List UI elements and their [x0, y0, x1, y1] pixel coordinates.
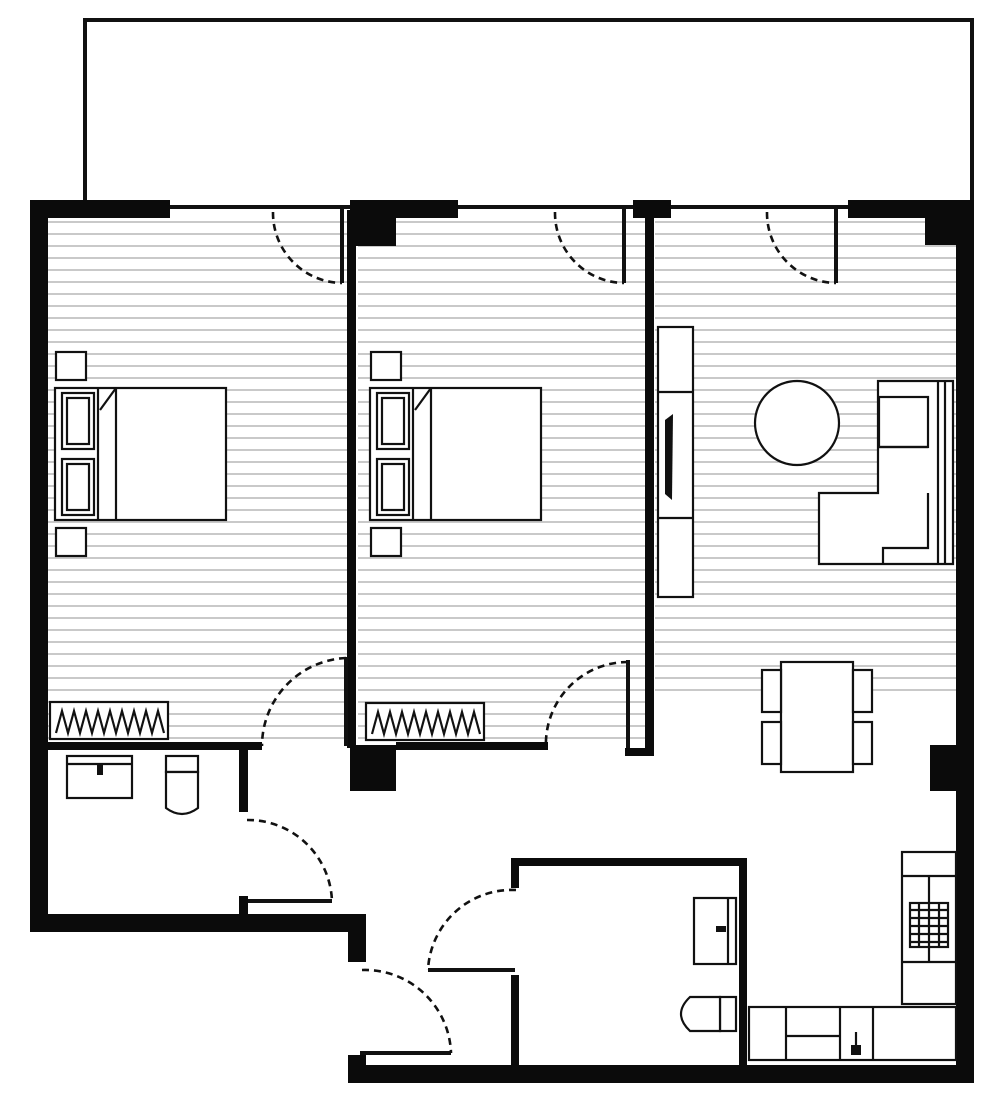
interior-walls [40, 210, 747, 1070]
dining-set [760, 660, 874, 774]
bedroom-1-wardrobe [48, 700, 170, 741]
sofa [817, 379, 955, 566]
bathroom-2-toilet [679, 995, 738, 1033]
bedroom-2-wardrobe [364, 701, 486, 742]
kitchen-counter [747, 1005, 958, 1062]
bedroom-1-bed [53, 350, 228, 558]
fridge-stove-unit [900, 850, 958, 1006]
bathroom-2-sink [692, 896, 738, 966]
balcony-outline [83, 18, 974, 202]
tv-unit [656, 325, 695, 599]
bathroom-1-toilet [164, 754, 200, 816]
coffee-table [753, 379, 841, 467]
door-swings [246, 211, 837, 1054]
door-jambs [248, 208, 838, 1055]
exterior-walls [30, 200, 974, 1083]
bathroom-1-sink [65, 754, 134, 800]
bedroom-2-bed [368, 350, 543, 558]
